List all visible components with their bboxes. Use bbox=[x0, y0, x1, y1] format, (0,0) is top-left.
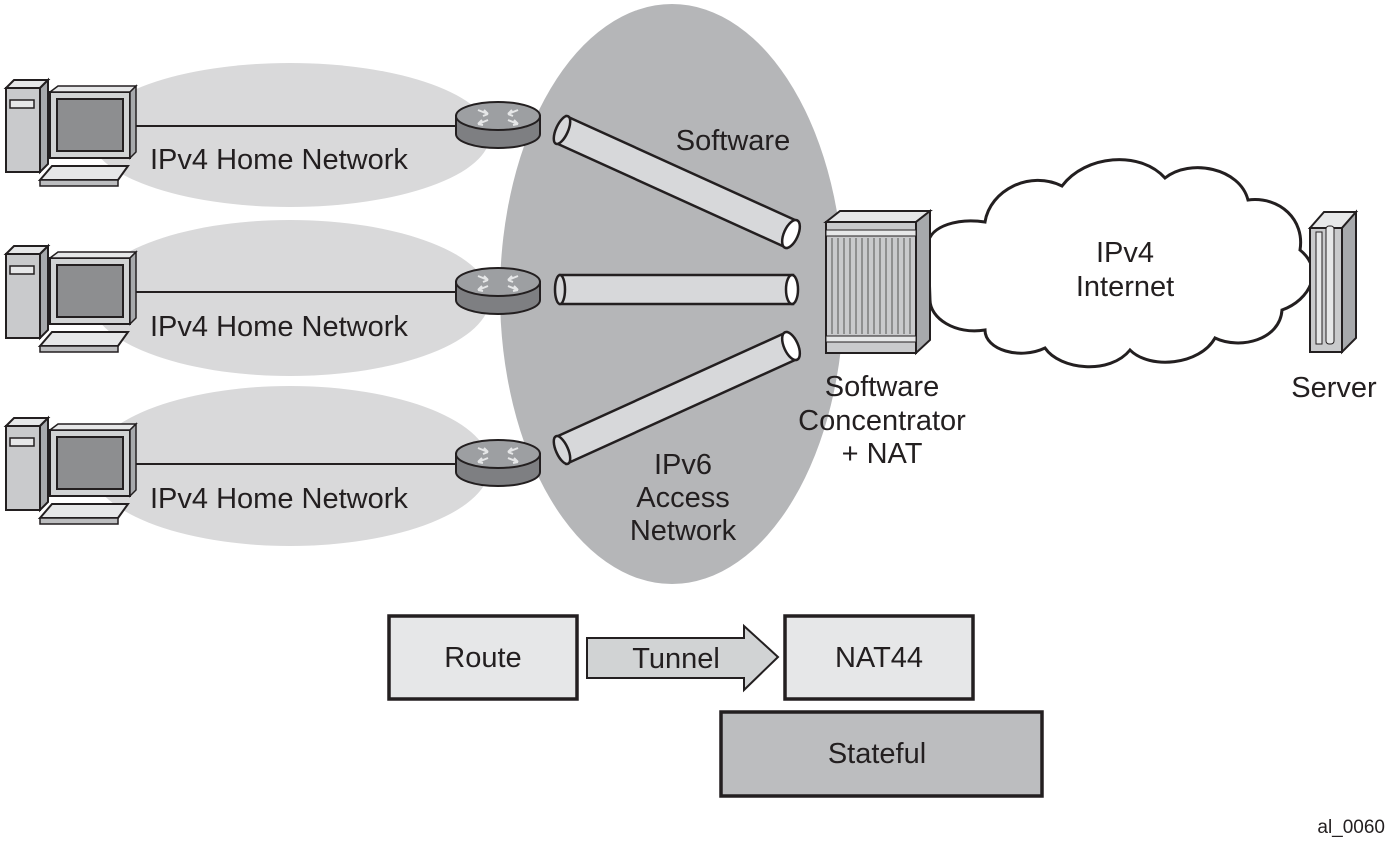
router-icon bbox=[455, 101, 541, 149]
concentrator-label-line1: Software bbox=[825, 371, 939, 403]
stateful-box bbox=[719, 710, 1044, 798]
stateful-label: Stateful bbox=[828, 738, 926, 770]
concentrator-icon bbox=[823, 208, 933, 356]
concentrator-label-line2: Concentrator bbox=[798, 405, 966, 437]
tunnel-arrow bbox=[586, 623, 780, 693]
concentrator-label-line3: + NAT bbox=[842, 438, 923, 470]
tunnel-tube-2 bbox=[553, 273, 800, 306]
internet-label-line2: Internet bbox=[1076, 271, 1174, 303]
tunnel-tube-3 bbox=[552, 330, 802, 466]
tunnel-tube-1 bbox=[552, 114, 802, 250]
computer-icon bbox=[5, 245, 137, 353]
internet-label-line1: IPv4 bbox=[1096, 237, 1154, 269]
access-network-label-line3: Network bbox=[630, 515, 737, 547]
tunnel-software-label: Software bbox=[676, 125, 790, 157]
router-icon bbox=[455, 267, 541, 315]
nat44-label: NAT44 bbox=[835, 642, 923, 674]
home-network-label-3: IPv4 Home Network bbox=[150, 483, 408, 515]
tunnel-arrow-label: Tunnel bbox=[632, 643, 720, 675]
access-network-label-line1: IPv6 bbox=[654, 449, 712, 481]
figure-id: al_0060 bbox=[1317, 817, 1385, 838]
access-network-label-line2: Access bbox=[636, 482, 729, 514]
nat44-box bbox=[783, 614, 975, 701]
home-network-label-2: IPv4 Home Network bbox=[150, 311, 408, 343]
computer-icon bbox=[3, 77, 138, 187]
home-network-ellipse-2 bbox=[90, 220, 490, 376]
home-network-ellipse-3 bbox=[90, 386, 490, 546]
router-icon bbox=[455, 439, 541, 487]
server-label: Server bbox=[1291, 372, 1377, 404]
route-box bbox=[387, 614, 579, 701]
home-network-ellipse-1 bbox=[90, 63, 490, 207]
home-network-label-1: IPv4 Home Network bbox=[150, 144, 408, 176]
computer-icon bbox=[5, 417, 137, 525]
route-label: Route bbox=[444, 642, 521, 674]
server-icon bbox=[1307, 209, 1359, 355]
